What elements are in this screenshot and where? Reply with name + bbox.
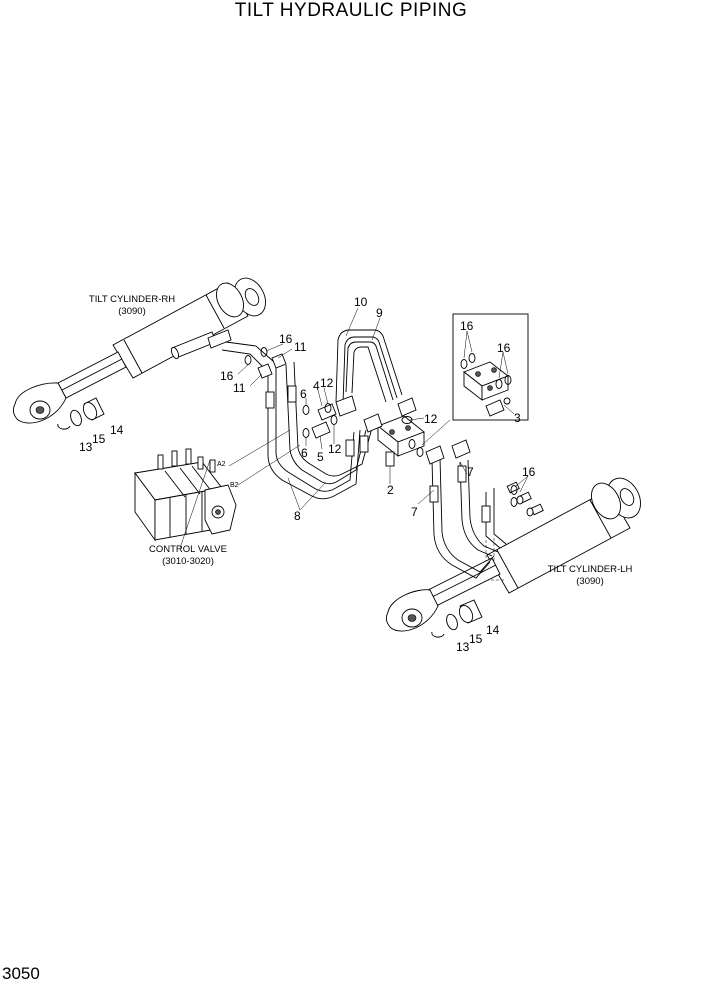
callout-10: 10 xyxy=(354,295,368,309)
cyl-lh-label: TILT CYLINDER-LH xyxy=(548,564,633,575)
callout-7: 7 xyxy=(411,505,418,519)
callout-9: 9 xyxy=(376,306,383,320)
callout-12: 12 xyxy=(328,442,342,456)
port-a2-label: A2 xyxy=(217,461,226,468)
tilt-cylinder-lh xyxy=(386,477,641,638)
pipes xyxy=(221,329,507,579)
callout-3: 3 xyxy=(514,411,521,425)
callout-4: 4 xyxy=(313,379,320,393)
callout-8: 8 xyxy=(294,509,301,523)
callout-15: 15 xyxy=(469,632,483,646)
callout-16: 16 xyxy=(497,341,511,355)
callout-2: 2 xyxy=(387,483,394,497)
control-valve: A2 B2 xyxy=(134,448,239,542)
callout-11: 11 xyxy=(294,340,307,354)
cyl-rh-label: TILT CYLINDER-RH xyxy=(89,294,175,305)
control-valve-label: CONTROL VALVE xyxy=(149,544,227,555)
callout-16: 16 xyxy=(522,465,536,479)
port-b2-label: B2 xyxy=(230,482,239,489)
page-number: 3050 xyxy=(2,964,40,983)
tilt-cylinder-rh xyxy=(13,277,266,430)
callout-13: 13 xyxy=(79,440,93,454)
callout-11: 11 xyxy=(233,381,246,395)
cyl-lh-ref: (3090) xyxy=(576,576,603,587)
cyl-rh-ref: (3090) xyxy=(118,306,145,317)
callout-6: 6 xyxy=(300,387,307,401)
callout-16: 16 xyxy=(279,332,293,346)
callout-16: 16 xyxy=(220,369,234,383)
callout-14: 14 xyxy=(486,623,500,637)
callout-16: 16 xyxy=(460,319,474,333)
page-title: TILT HYDRAULIC PIPING xyxy=(234,0,468,21)
callout-6: 6 xyxy=(301,446,308,460)
fittings xyxy=(257,313,529,467)
leader-lines xyxy=(179,307,529,549)
callout-12: 12 xyxy=(320,376,334,390)
callout-5: 5 xyxy=(317,450,324,464)
callout-15: 15 xyxy=(92,432,106,446)
callout-13: 13 xyxy=(456,640,470,654)
callout-14: 14 xyxy=(110,423,124,437)
callout-7: 7 xyxy=(467,465,474,479)
callouts: 10 9 16 11 16 11 4 12 6 6 5 12 12 2 8 16… xyxy=(79,295,536,654)
control-valve-ref: (3010-3020) xyxy=(162,556,214,567)
callout-12: 12 xyxy=(424,412,438,426)
o-rings xyxy=(244,347,518,507)
